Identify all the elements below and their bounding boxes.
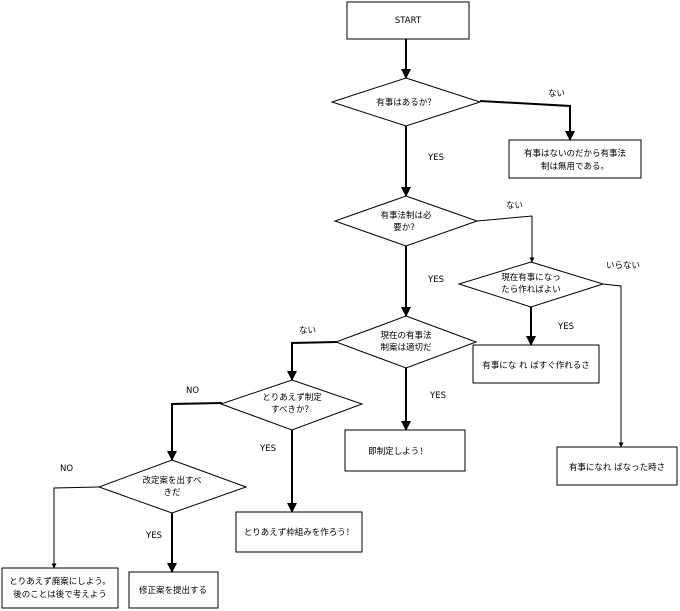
decision-law-needed-line-2: 要か？ bbox=[393, 223, 419, 233]
arrow-q-make-when-needed-not-needed bbox=[602, 283, 624, 448]
label-q-law-needed-yes: YES bbox=[427, 275, 444, 285]
start-label: START bbox=[395, 16, 422, 26]
decision-emergency: 有事はあるか？ bbox=[330, 77, 482, 127]
result-enact-now-label: 即制定しよう！ bbox=[368, 446, 428, 457]
result-make-quickly-label: 有事にな れ ばすぐ作れるさ bbox=[482, 360, 589, 371]
label-q-law-needed-no: ない bbox=[506, 201, 523, 211]
decision-make-when-needed: 現在有事になっ たら作ればよい bbox=[457, 261, 605, 308]
result-make-framework-label: とりあえず枠組みを作ろう！ bbox=[244, 527, 355, 538]
decision-emergency-label: 有事はあるか？ bbox=[376, 97, 436, 108]
label-q-submit-revision-yes: YES bbox=[145, 531, 162, 541]
label-q-enact-anyway-no: NO bbox=[186, 386, 199, 396]
result-submit-revision: 修正案を提出する bbox=[128, 571, 219, 609]
result-make-quickly: 有事にな れ ばすぐ作れるさ bbox=[472, 344, 600, 384]
label-q-current-draft-no: ない bbox=[299, 326, 316, 336]
arrow-q-law-needed-no bbox=[476, 215, 535, 263]
result-no-emergency: 有事はないのだから有事法 制は無用である。 bbox=[508, 139, 642, 179]
result-scrap-line-2: 後のことは後で考えよう bbox=[13, 589, 107, 600]
decision-law-needed-line-1: 有事法制は必 bbox=[380, 210, 432, 221]
start-node: START bbox=[346, 1, 470, 40]
decision-current-draft: 現在の有事法 制案は適切だ bbox=[334, 315, 478, 369]
label-q-make-when-needed-not-needed: いらない bbox=[606, 261, 640, 271]
decision-submit-revision: 改定案を出すべ きだ bbox=[97, 459, 248, 514]
label-q-submit-revision-no: NO bbox=[60, 464, 73, 474]
label-q-emergency-yes: YES bbox=[427, 153, 444, 163]
decision-submit-revision-line-2: きだ bbox=[163, 488, 181, 498]
result-enact-now: 即制定しよう！ bbox=[344, 429, 466, 472]
decision-enact-anyway-line-2: すべきか？ bbox=[271, 405, 313, 415]
decision-submit-revision-line-1: 改定案を出すべ bbox=[143, 475, 202, 486]
result-no-emergency-line-1: 有事はないのだから有事法 bbox=[524, 148, 626, 159]
label-q-make-when-needed-yes: YES bbox=[557, 322, 574, 332]
result-submit-revision-label: 修正案を提出する bbox=[139, 585, 207, 596]
result-scrap: とりあえず廃案にしよう。 後のことは後で考えよう bbox=[1, 567, 119, 609]
result-no-emergency-line-2: 制は無用である。 bbox=[541, 161, 609, 172]
decision-make-when-needed-line-2: たら作ればよい bbox=[501, 284, 561, 295]
decision-current-draft-line-1: 現在の有事法 bbox=[380, 330, 431, 341]
decision-enact-anyway-line-1: とりあえず制定 bbox=[262, 392, 322, 403]
arrow-q-enact-anyway-no bbox=[167, 402, 223, 461]
edge-labels: ない YES ない YES いらない YES ない YES NO YES NO … bbox=[60, 89, 640, 541]
result-scrap-line-1: とりあえず廃案にしよう。 bbox=[9, 576, 111, 587]
label-q-current-draft-yes: YES bbox=[429, 391, 446, 401]
arrow-q-submit-revision-no bbox=[51, 486, 100, 569]
arrow-q-emergency-no bbox=[479, 100, 575, 141]
arrow-q-current-draft-no bbox=[287, 341, 338, 381]
result-time-will-tell-label: 有事になれ ばなった時さ bbox=[569, 462, 665, 473]
decision-enact-anyway: とりあえず制定 すべきか？ bbox=[219, 379, 364, 431]
label-q-enact-anyway-yes: YES bbox=[259, 444, 276, 454]
decision-make-when-needed-line-1: 現在有事になっ bbox=[501, 272, 561, 283]
result-time-will-tell: 有事になれ ばなった時さ bbox=[556, 446, 678, 486]
decision-law-needed: 有事法制は必 要か？ bbox=[333, 195, 479, 247]
connectors bbox=[51, 39, 624, 573]
label-q-emergency-no: ない bbox=[548, 89, 565, 99]
result-make-framework: とりあえず枠組みを作ろう！ bbox=[235, 511, 363, 553]
decision-current-draft-line-2: 制案は適切だ bbox=[380, 342, 432, 353]
